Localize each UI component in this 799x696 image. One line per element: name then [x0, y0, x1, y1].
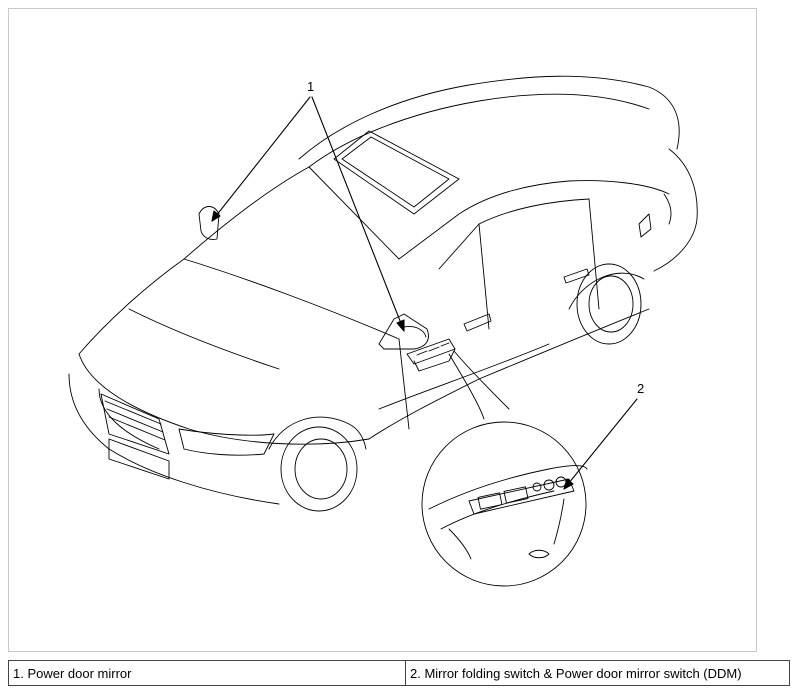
- detail-leader: [448, 350, 510, 420]
- legend-item-mirror-switch: 2. Mirror folding switch & Power door mi…: [405, 660, 790, 686]
- legend-row: 1. Power door mirror 2. Mirror folding s…: [8, 660, 790, 686]
- legend-table: 1. Power door mirror 2. Mirror folding s…: [8, 660, 790, 686]
- car-body: [68, 75, 698, 512]
- callout-label-2: 2: [637, 381, 645, 396]
- callout-arrows: [211, 96, 638, 490]
- car-illustration: [68, 75, 698, 587]
- legend-item-power-door-mirror: 1. Power door mirror: [8, 660, 406, 686]
- detail-circle: [421, 421, 588, 587]
- diagram-frame: 1 2: [8, 8, 757, 652]
- callout-label-1: 1: [307, 79, 315, 94]
